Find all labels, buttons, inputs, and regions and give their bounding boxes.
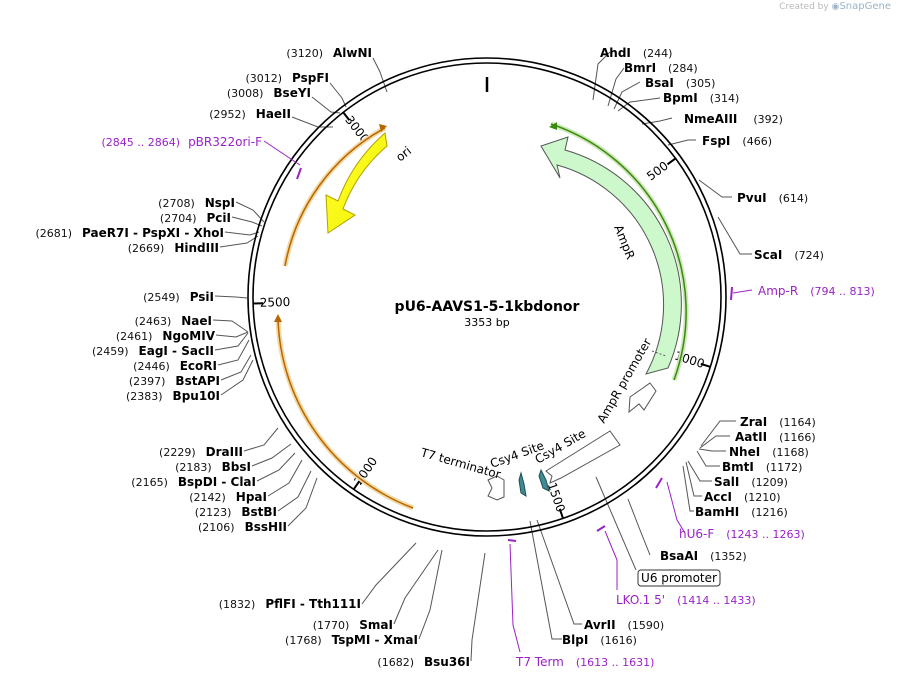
enzyme-scai[interactable]: ScaI(724) [754,248,824,262]
enzyme-bseyi[interactable]: (3008)BseYI [227,86,311,100]
enzyme-ahdi[interactable]: AhdI(244) [600,46,672,60]
primer-amp-r[interactable]: Amp-R(794 .. 813) [758,284,875,298]
u6-promoter-box[interactable] [637,569,721,587]
enzyme-pflfi-tth111i[interactable]: (1832)PflFI - Tth111I [219,597,361,611]
enzyme-paer7i-pspxi-xhoi[interactable]: (2681)PaeR7I - PspXI - XhoI [35,226,224,240]
enzyme-bsai[interactable]: BsaI(305) [645,76,715,90]
ampr-promoter-arrow[interactable] [628,382,657,414]
plasmid-length: 3353 bp [464,316,509,329]
enzyme-bstapi[interactable]: (2397)BstAPI [129,374,220,388]
enzyme-nmeaiii[interactable]: NmeAIII(392) [684,112,783,126]
enzyme-hindiii[interactable]: (2669)HindIII [128,241,219,255]
csy4-site-2[interactable] [538,468,550,492]
scale-tick [352,480,361,490]
u6-promoter-label: U6 promoter [641,571,717,585]
enzyme-fspi[interactable]: FspI(466) [702,134,772,148]
enzyme-alwni[interactable]: (3120)AlwNI [286,46,372,60]
enzyme-pvui[interactable]: PvuI(614) [737,191,808,205]
enzyme-avrii[interactable]: AvrII(1590) [584,618,664,632]
inner-arcs [274,121,689,511]
scale-tick [342,111,351,121]
enzyme-draiii[interactable]: (2229)DraIII [159,445,243,459]
enzyme-pspfi[interactable]: (3012)PspFI [245,71,329,85]
ori-feature-arrow[interactable] [325,132,388,234]
ampr-promoter-label: AmpR promoter [594,336,654,426]
enzyme-bamhi[interactable]: BamHI(1216) [695,505,788,519]
primer-hu6-f[interactable]: hU6-F(1243 .. 1263) [679,527,805,541]
enzyme-bspdi-clai[interactable]: (2165)BspDI - ClaI [131,475,256,489]
enzyme-tspmi-xmai[interactable]: (1768)TspMI - XmaI [285,633,418,647]
primer-pbr322ori-f[interactable]: (2845 .. 2864)pBR322ori-F [102,135,263,149]
ampr-label: AmpR [611,223,637,261]
scale-tick-label: 500 [644,159,671,184]
scale-tick [558,508,564,519]
plasmid-name: pU6-AAVS1-5-1kbdonor [395,299,580,315]
enzyme-hpai[interactable]: (2142)HpaI [189,490,267,504]
credit: Created by ◉SnapGene [779,1,891,12]
snapgene-logo-icon: ◉ [831,2,840,12]
region-arrow [545,430,621,484]
enzyme-zrai[interactable]: ZraI(1164) [740,415,816,429]
primer-marks [296,167,733,542]
enzyme-pcii[interactable]: (2704)PciI [160,211,231,225]
enzyme-bmri[interactable]: BmrI(284) [624,61,698,75]
csy4-site-1[interactable] [518,471,527,497]
enzyme-bpu10i[interactable]: (2383)Bpu10I [126,389,220,403]
credit-brand: SnapGene [839,1,891,12]
enzyme-eagi-sacii[interactable]: (2459)EagI - SacII [92,344,214,358]
enzyme-nhei[interactable]: NheI(1168) [729,445,809,459]
enzyme-naei[interactable]: (2463)NaeI [135,314,212,328]
primer-lko1-5[interactable]: LKO.1 5'(1414 .. 1433) [616,593,756,607]
right-enzyme-labels: AhdI(244) BmrI(284) BsaI(305) BpmI(314) … [562,46,824,647]
enzyme-acci[interactable]: AccI(1210) [704,490,781,504]
t7-terminator-arrow[interactable] [487,475,505,501]
ori-label: ori [393,144,414,165]
primer-t7-term[interactable]: T7 Term(1613 .. 1631) [515,655,654,669]
enzyme-bbsi[interactable]: (2183)BbsI [175,460,251,474]
scale-tick [700,362,711,368]
scale-tick [666,157,677,166]
enzyme-bstbi[interactable]: (2123)BstBI [195,505,277,519]
backbone-outer [247,57,727,537]
enzyme-aatii[interactable]: AatII(1166) [735,430,816,444]
enzyme-bpmi[interactable]: BpmI(314) [663,91,739,105]
left-enzyme-labels: (3120)AlwNI (3012)PspFI (3008)BseYI (295… [35,46,470,669]
enzyme-bmti[interactable]: BmtI(1172) [722,460,802,474]
ampr-feature-arrow[interactable] [540,136,682,375]
scale-tick-label: 1500 [545,481,568,514]
enzyme-haeii[interactable]: (2952)HaeII [209,107,291,121]
enzyme-sali[interactable]: SalI(1209) [714,475,788,489]
enzyme-bsshii[interactable]: (2106)BssHII [198,520,287,534]
enzyme-ngomiv[interactable]: (2461)NgoMIV [116,329,216,343]
enzyme-psii[interactable]: (2549)PsiI [143,290,214,304]
enzyme-nspi[interactable]: (2708)NspI [158,196,235,210]
enzyme-blpi[interactable]: BlpI(1616) [562,633,637,647]
credit-prefix: Created by [779,2,829,12]
enzyme-ecori[interactable]: (2446)EcoRI [133,359,217,373]
primer-leaders [263,140,753,653]
enzyme-bsaai[interactable]: BsaAI(1352) [660,549,747,563]
leader-lines [212,51,752,662]
scale-tick-label: 2500 [260,295,291,310]
backbone-inner [252,62,722,532]
enzyme-smai[interactable]: (1770)SmaI [313,618,393,632]
enzyme-bsu36i[interactable]: (1682)Bsu36I [377,655,470,669]
